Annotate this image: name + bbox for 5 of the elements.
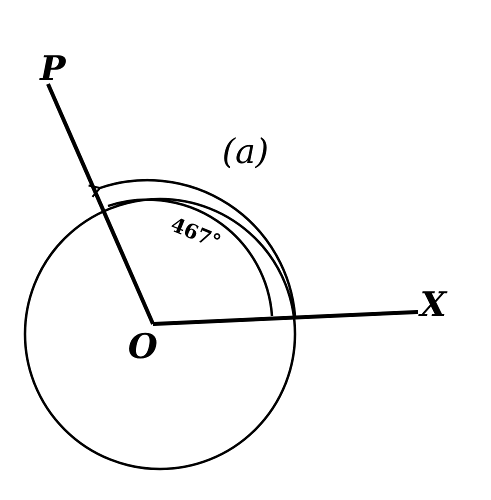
- point-label: X: [420, 288, 446, 322]
- point-label: 467°: [168, 214, 224, 252]
- point-label: O: [128, 330, 158, 364]
- point-label: P: [40, 52, 66, 86]
- point-label: (a): [222, 135, 269, 169]
